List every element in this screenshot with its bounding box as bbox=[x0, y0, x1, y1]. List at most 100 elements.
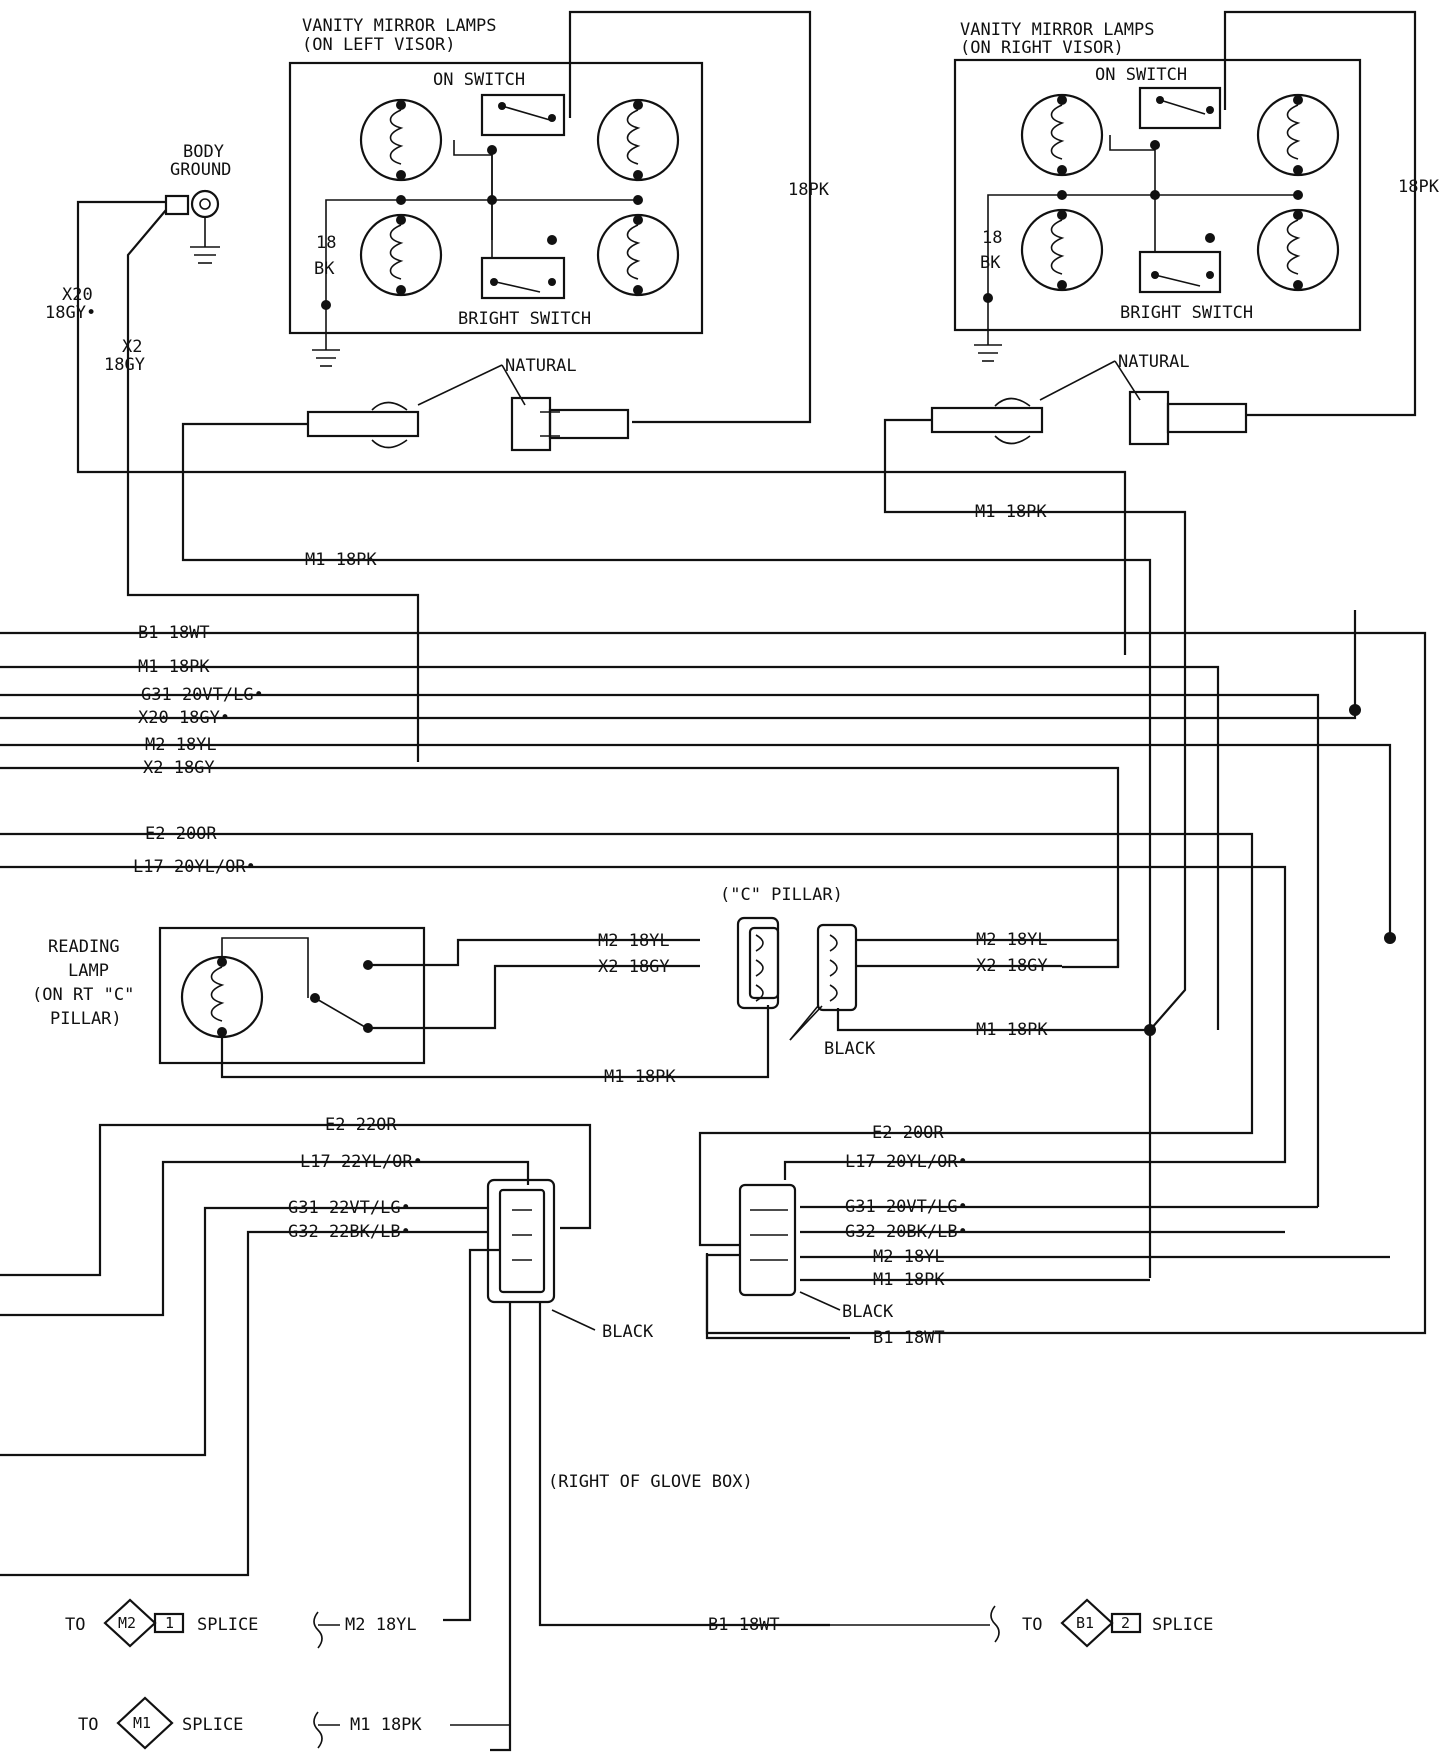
right-visor-connector-b bbox=[1128, 390, 1170, 446]
reading-lamp-bulb bbox=[180, 955, 264, 1039]
m1-left-visor-wire-label: M1 18PK bbox=[305, 550, 377, 570]
c-pillar-group: ("C" PILLAR) M2 18YL X2 18GY M1 18PK M2 … bbox=[598, 885, 1150, 1087]
x2-wire-code: X2 bbox=[122, 337, 142, 357]
reading-lamp-group: READING LAMP (ON RT "C" PILLAR) bbox=[32, 926, 770, 1079]
left-l17-wire-label: L17 22YL/OR• bbox=[300, 1152, 423, 1172]
right-e2-wire-label: E2 20OR bbox=[872, 1123, 944, 1143]
m1-splice-wire-label: M1 18PK bbox=[350, 1715, 422, 1735]
reading-lamp-label-2: LAMP bbox=[68, 961, 109, 981]
c-pillar-right-x2-label: X2 18GY bbox=[976, 956, 1048, 976]
right-visor-subtitle: (ON RIGHT VISOR) bbox=[960, 38, 1124, 58]
right-m1-wire-label: M1 18PK bbox=[873, 1270, 945, 1290]
reading-lamp-box bbox=[158, 926, 426, 1065]
right-side-connector bbox=[738, 1183, 797, 1297]
right-m2-wire-label: M2 18YL bbox=[873, 1247, 945, 1267]
c-pillar-title: ("C" PILLAR) bbox=[720, 885, 843, 905]
left-bright-switch bbox=[480, 256, 566, 300]
right-visor-color: BK bbox=[980, 253, 1001, 273]
m1-right-visor-wire-label: M1 18PK bbox=[975, 502, 1047, 522]
right-bright-switch-label: BRIGHT SWITCH bbox=[1120, 303, 1253, 323]
left-visor-connector-b bbox=[510, 396, 552, 452]
right-lamp-4 bbox=[1256, 208, 1340, 292]
m1-splice-to: TO bbox=[78, 1715, 98, 1735]
right-l17-wire-label: L17 20YL/OR• bbox=[845, 1152, 968, 1172]
l17-wire-label: L17 20YL/OR• bbox=[133, 857, 256, 877]
x20-harness-label: X20 18GY• bbox=[138, 708, 230, 728]
right-visor-connector-a bbox=[930, 406, 1044, 434]
left-lamp-2 bbox=[596, 98, 680, 182]
left-on-switch bbox=[480, 93, 566, 137]
splice-m2-group: TO M2 1 SPLICE M2 18YL bbox=[65, 1598, 417, 1649]
left-visor-feed-wire: 18PK bbox=[788, 180, 830, 200]
left-lamp-4 bbox=[596, 213, 680, 297]
right-lamp-3 bbox=[1020, 208, 1104, 292]
c-pillar-right-m1-label: M1 18PK bbox=[976, 1020, 1048, 1040]
left-visor-gauge: 18 bbox=[316, 233, 336, 253]
right-lamp-2 bbox=[1256, 93, 1340, 177]
x20-wire-code: X20 bbox=[62, 285, 93, 305]
m2-splice-to: TO bbox=[65, 1615, 85, 1635]
right-g31-wire-label: G31 20VT/LG• bbox=[845, 1197, 968, 1217]
m2-splice-wire-label: M2 18YL bbox=[345, 1615, 417, 1635]
main-harness: B1 18WT M1 18PK G31 20VT/LG• X20 18GY• M… bbox=[0, 610, 1427, 1335]
left-lamp-3 bbox=[359, 213, 443, 297]
left-glove-box-connector bbox=[486, 1178, 556, 1304]
c-pillar-left-m2-label: M2 18YL bbox=[598, 931, 670, 951]
m1-splice-id: M1 bbox=[133, 1714, 151, 1732]
left-visor-color: BK bbox=[314, 259, 335, 279]
b1-splice-num: 2 bbox=[1121, 1614, 1130, 1632]
m2-wire-label: M2 18YL bbox=[145, 735, 217, 755]
left-on-switch-label: ON SWITCH bbox=[433, 70, 525, 90]
c-pillar-black-label: BLACK bbox=[824, 1039, 876, 1059]
m1-wire-label: M1 18PK bbox=[138, 657, 210, 677]
left-lamp-1 bbox=[359, 98, 443, 182]
splice-b1-group: B1 18WT TO B1 2 SPLICE bbox=[708, 1598, 1213, 1648]
body-ground-symbol bbox=[190, 189, 220, 219]
left-visor-box bbox=[288, 61, 704, 335]
left-g32-wire-label: G32 22BK/LB• bbox=[288, 1222, 411, 1242]
b1-splice-wire-label: B1 18WT bbox=[708, 1615, 780, 1635]
c-pillar-left-x2-label: X2 18GY bbox=[598, 957, 670, 977]
c-pillar-connector-left bbox=[736, 916, 780, 1010]
left-visor-title: VANITY MIRROR LAMPS bbox=[302, 16, 496, 36]
left-g31-wire-label: G31 22VT/LG• bbox=[288, 1198, 411, 1218]
right-bright-switch bbox=[1138, 250, 1222, 294]
body-ground-group: BODY GROUND X20 18GY• X2 18GY bbox=[45, 142, 1127, 762]
splice-m1-group: TO M1 SPLICE M1 18PK bbox=[78, 1696, 510, 1750]
right-visor-gauge: 18 bbox=[982, 228, 1002, 248]
right-visor-title: VANITY MIRROR LAMPS bbox=[960, 20, 1154, 40]
left-visor-subtitle: (ON LEFT VISOR) bbox=[302, 35, 456, 55]
reading-lamp-label-4: PILLAR) bbox=[50, 1009, 122, 1029]
e2-wire-label: E2 20OR bbox=[145, 824, 217, 844]
b1-wire-label: B1 18WT bbox=[138, 623, 210, 643]
m1-splice-diamond bbox=[116, 1696, 174, 1750]
b1-splice-word: SPLICE bbox=[1152, 1615, 1213, 1635]
right-natural-label: NATURAL bbox=[1118, 352, 1190, 372]
left-e2-wire-label: E2 22OR bbox=[325, 1115, 397, 1135]
x20-wire-spec: 18GY• bbox=[45, 303, 96, 323]
right-visor-box bbox=[953, 58, 1362, 332]
left-natural-label: NATURAL bbox=[505, 356, 577, 376]
right-visor-feed-wire: 18PK bbox=[1398, 177, 1440, 197]
left-connector-group: E2 22OR L17 22YL/OR• G31 22VT/LG• G32 22… bbox=[0, 1115, 830, 1752]
left-bright-switch-label: BRIGHT SWITCH bbox=[458, 309, 591, 329]
m1-splice-word: SPLICE bbox=[182, 1715, 243, 1735]
body-ground-label-2: GROUND bbox=[170, 160, 231, 180]
left-connector-black-label: BLACK bbox=[602, 1322, 654, 1342]
right-connector-group: E2 20OR L17 20YL/OR• G31 20VT/LG• G32 20… bbox=[698, 1123, 1390, 1348]
b1-splice-id: B1 bbox=[1076, 1614, 1094, 1632]
right-g32-wire-label: G32 20BK/LB• bbox=[845, 1222, 968, 1242]
x2-wire-label: X2 18GY bbox=[143, 758, 215, 778]
right-connector-black-label: BLACK bbox=[842, 1302, 894, 1322]
b1-splice-to: TO bbox=[1022, 1615, 1042, 1635]
right-b1-wire-label: B1 18WT bbox=[873, 1328, 945, 1348]
m2-splice-num: 1 bbox=[165, 1614, 174, 1632]
c-pillar-right-m2-label: M2 18YL bbox=[976, 930, 1048, 950]
g31-wire-label: G31 20VT/LG• bbox=[141, 685, 264, 705]
m2-splice-word: SPLICE bbox=[197, 1615, 258, 1635]
right-on-switch bbox=[1138, 86, 1222, 130]
c-pillar-left-m1-label: M1 18PK bbox=[604, 1067, 676, 1087]
right-on-switch-label: ON SWITCH bbox=[1095, 65, 1187, 85]
m2-splice-id: M2 bbox=[118, 1614, 136, 1632]
